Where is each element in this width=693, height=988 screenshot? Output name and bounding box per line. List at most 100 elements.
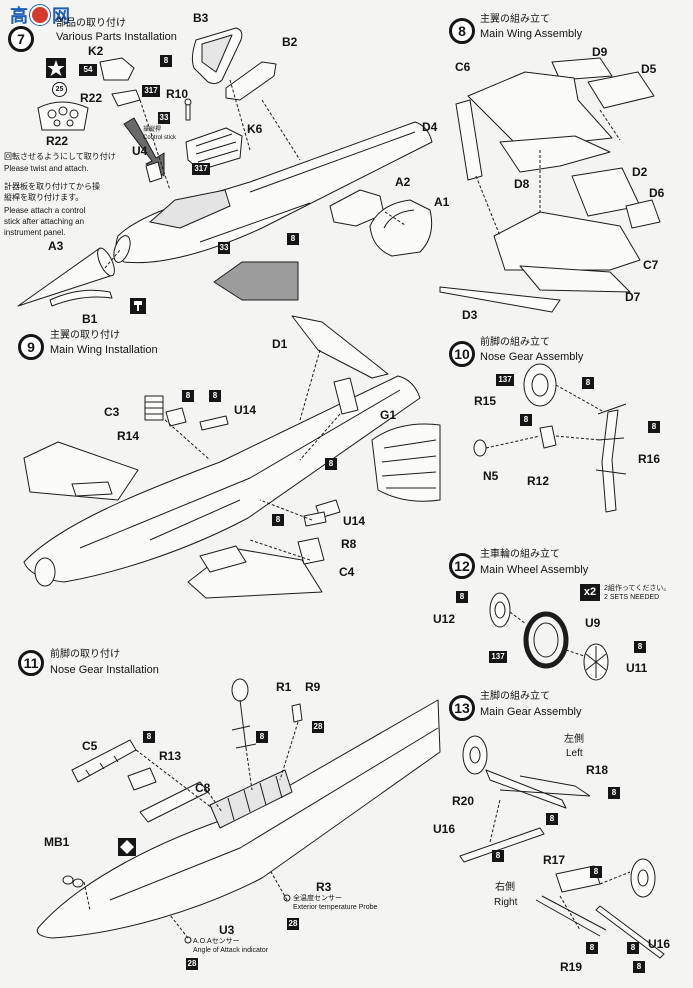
part-label: U3 — [219, 923, 235, 937]
fuselage-line — [79, 389, 401, 549]
left-door-u16 — [459, 827, 545, 863]
left-strut — [485, 769, 567, 809]
step9-title-jp: 主翼の取り付け — [50, 330, 120, 341]
seat-back-part — [111, 89, 141, 107]
part-label: C5 — [82, 739, 98, 753]
nose-cone-base — [97, 247, 115, 277]
step8-title-jp: 主翼の組み立て — [480, 14, 550, 25]
flap-part-d9 — [551, 57, 613, 81]
paint-code: 33 — [158, 112, 170, 124]
part-label: C7 — [643, 258, 659, 272]
note2-jp-line: 縦桿を取り付けます。 — [4, 193, 84, 202]
paint-code: 8 — [209, 390, 221, 402]
paint-code: 8 — [634, 641, 646, 653]
part-label: U9 — [585, 616, 601, 630]
step13-title-en: Main Gear Assembly — [480, 706, 582, 718]
paint-code: 28 — [312, 721, 324, 733]
part-label: U14 — [343, 514, 366, 528]
part-label: U16 — [433, 822, 456, 836]
leader-line — [164, 349, 341, 561]
left-wheel-hub — [469, 746, 481, 764]
part-label: R19 — [560, 960, 583, 974]
part-label: G1 — [380, 408, 397, 422]
paint-code: 8 — [182, 390, 194, 402]
hook-shape — [134, 301, 142, 311]
part-label: R12 — [527, 474, 550, 488]
part-label: D9 — [592, 45, 608, 59]
control-stick-label-jp: 操縦桿 — [143, 127, 162, 133]
small-part-r13 — [127, 767, 157, 791]
diamond-shape — [120, 840, 134, 854]
step-number-10: 10 — [449, 341, 475, 367]
paint-code: 8 — [590, 866, 602, 878]
part-label: A3 — [48, 239, 64, 253]
leader-line — [104, 79, 406, 269]
part-label: D7 — [625, 290, 641, 304]
well-ribs — [227, 775, 283, 821]
globe-logo-icon — [30, 5, 50, 25]
paint-code: 8 — [325, 458, 337, 470]
paint-code: 8 — [608, 787, 620, 799]
part-label: R14 — [117, 429, 140, 443]
step-number-8: 8 — [449, 18, 475, 44]
gauge — [47, 109, 57, 119]
part-label: R13 — [159, 749, 182, 763]
tire-u9-inner — [533, 622, 559, 658]
paint-code: 317 — [192, 163, 210, 175]
right-flap — [199, 545, 247, 573]
sets-note-jp: 2組作ってください。 — [604, 585, 671, 592]
panel-grid — [145, 401, 163, 415]
step-number-13: 13 — [449, 695, 475, 721]
lower-wing-half — [499, 135, 611, 173]
paint-code: 8 — [287, 233, 299, 245]
step8-drawing — [439, 57, 661, 313]
small-part-d6 — [625, 199, 661, 229]
left-side-label-en: Left — [566, 748, 583, 759]
part-label: C3 — [104, 405, 120, 419]
step7-drawing — [17, 27, 433, 307]
part-label: D3 — [462, 308, 478, 322]
panel-c4 — [297, 537, 325, 565]
paint-code: 8 — [520, 414, 532, 426]
paint-code: 8 — [633, 961, 645, 973]
paint-code: 33 — [218, 242, 230, 254]
paint-code: 8 — [546, 813, 558, 825]
part-label: B2 — [282, 35, 298, 49]
nose-wheel-hub — [531, 373, 549, 397]
probe-mb1 — [62, 875, 74, 885]
paint-code: 137 — [496, 374, 514, 386]
panel-c5-hatch — [85, 755, 119, 777]
part-label: R18 — [586, 763, 609, 777]
part-label: R20 — [452, 794, 475, 808]
hub-u12-inner — [494, 601, 506, 619]
part-label: R9 — [305, 680, 321, 694]
paint-code: 8 — [272, 514, 284, 526]
paint-code: 8 — [456, 591, 468, 603]
step10-title-en: Nose Gear Assembly — [480, 351, 584, 363]
part-label: R17 — [543, 853, 566, 867]
leader-line — [83, 721, 299, 939]
step11-title-jp: 前脚の取り付け — [50, 649, 120, 660]
part-label: R16 — [638, 452, 661, 466]
r3-caption-en: Exterior temperature Probe — [293, 904, 378, 911]
step-number-12: 12 — [449, 553, 475, 579]
part-label: U12 — [433, 612, 456, 626]
part-label: R10 — [166, 87, 189, 101]
part-label: R1 — [276, 680, 292, 694]
small-part-u4 — [145, 161, 163, 183]
diamond-glyph — [120, 840, 134, 854]
part-label: U14 — [234, 403, 257, 417]
part-label: B1 — [82, 312, 98, 326]
windscreen-part — [225, 61, 277, 101]
sets-note-en: 2 SETS NEEDED — [604, 594, 660, 601]
leader-line — [489, 799, 631, 931]
slat-part-d4 — [455, 99, 483, 181]
star-shape — [47, 60, 65, 76]
small-part-r9 — [291, 703, 303, 723]
part-b1-drawing — [49, 289, 113, 307]
paint-code: 8 — [586, 942, 598, 954]
gauge — [53, 119, 61, 127]
cockpit-opening — [149, 189, 231, 229]
control-stick-grip — [184, 98, 192, 106]
